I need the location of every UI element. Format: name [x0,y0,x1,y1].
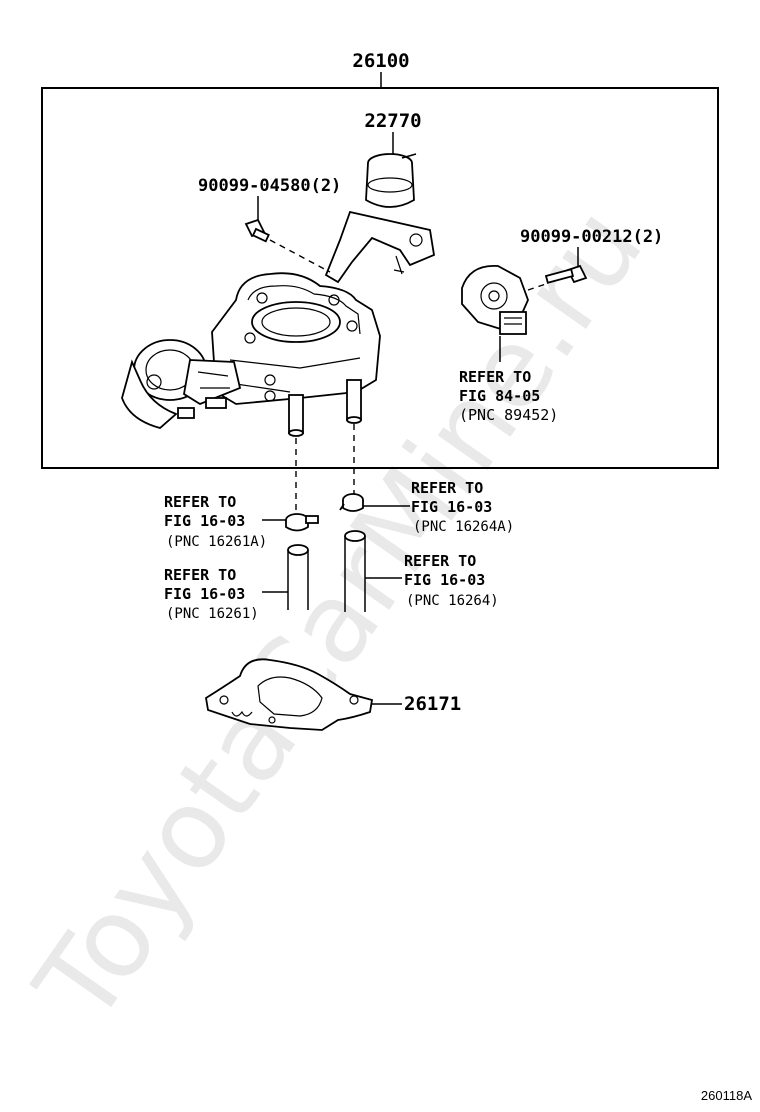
hose-left[interactable] [287,544,309,610]
clamp-left-reference[interactable]: REFER TO FIG 16-03 (PNC 16261A) [164,493,267,550]
clamp-right-reference[interactable]: REFER TO FIG 16-03 (PNC 16264A) [411,479,514,535]
hose-left-ref-line3: (PNC 16261) [166,606,259,622]
sensor-ref-line3: (PNC 89452) [459,406,558,424]
hose-left-reference[interactable]: REFER TO FIG 16-03 (PNC 16261) [164,566,259,622]
assembly-frame [41,87,719,469]
hose-right-ref-line3: (PNC 16264) [406,593,499,609]
clamp-left[interactable] [285,513,319,532]
gasket-part-number[interactable]: 26171 [404,693,461,715]
throttle-position-sensor[interactable] [461,265,529,335]
clamp-right-ref-line2: FIG 16-03 [411,498,492,516]
hose-left-ref-line1: REFER TO [164,566,236,584]
clamp-left-ref-line1: REFER TO [164,493,236,511]
clamp-left-ref-line2: FIG 16-03 [164,512,245,530]
clamp-right-ref-line3: (PNC 16264A) [413,519,514,535]
sensor-ref-line1: REFER TO [459,368,531,386]
hose-right[interactable] [344,530,366,612]
bolt-left-label[interactable]: 90099-04580(2) [198,176,341,196]
vacuum-valve[interactable] [324,153,436,284]
sensor-ref-line2: FIG 84-05 [459,387,540,405]
gasket[interactable] [205,658,374,731]
bolt-left-dashline [269,239,331,273]
sensor-reference[interactable]: REFER TO FIG 84-05 (PNC 89452) [459,368,558,424]
bolt-left[interactable] [244,218,270,243]
bolt-right-label[interactable]: 90099-00212(2) [520,227,663,247]
throttle-linkage[interactable] [121,339,242,429]
hose-right-reference[interactable]: REFER TO FIG 16-03 (PNC 16264) [404,552,499,609]
hose-right-ref-line2: FIG 16-03 [404,571,485,589]
assembly-part-number[interactable]: 26100 [352,50,409,72]
throttle-body[interactable] [211,272,381,437]
hose-right-ref-line1: REFER TO [404,552,476,570]
valve-part-number[interactable]: 22770 [364,110,421,132]
bolt-right[interactable] [544,264,588,284]
hose-left-ref-line2: FIG 16-03 [164,585,245,603]
clamp-right-ref-line1: REFER TO [411,479,483,497]
clamp-right[interactable] [339,493,364,512]
bolt-right-dashline [527,283,547,291]
clamp-left-ref-line3: (PNC 16261A) [166,534,267,550]
figure-id: 260118A [701,1088,752,1103]
